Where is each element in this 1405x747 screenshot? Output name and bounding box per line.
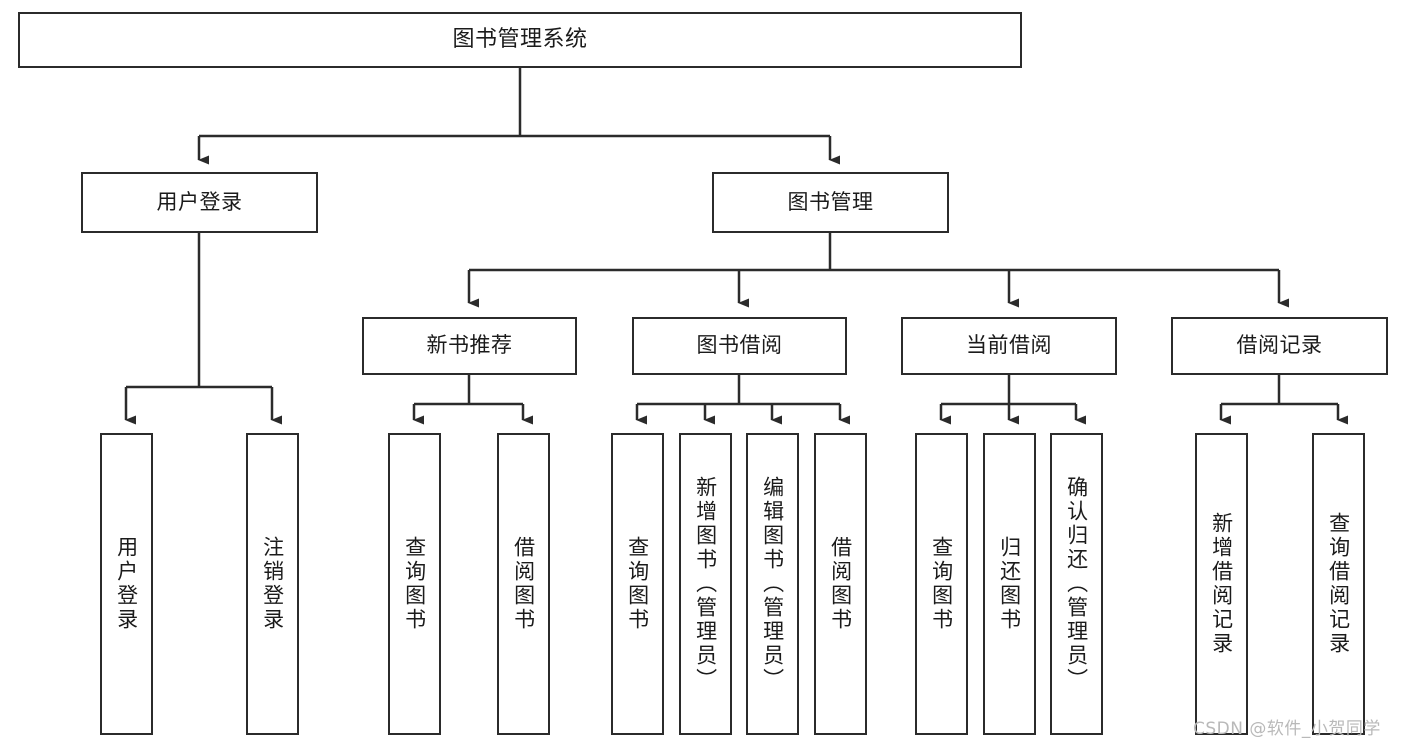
node-leaf-query-book-1[interactable]: 查询图书 (388, 433, 441, 735)
node-label: 编辑图书（管理员） (760, 476, 785, 692)
node-leaf-add-record[interactable]: 新增借阅记录 (1195, 433, 1248, 735)
node-label: 用户登录 (156, 189, 243, 214)
node-label: 新增借阅记录 (1209, 512, 1234, 656)
node-label: 图书管理系统 (452, 26, 588, 52)
node-leaf-borrow-book-1[interactable]: 借阅图书 (497, 433, 550, 735)
node-user-login[interactable]: 用户登录 (81, 172, 318, 233)
node-label: 查询图书 (625, 536, 650, 632)
node-label: 查询图书 (402, 536, 427, 632)
node-label: 借阅图书 (828, 536, 853, 632)
node-leaf-query-book-3[interactable]: 查询图书 (915, 433, 968, 735)
node-label: 查询借阅记录 (1326, 512, 1351, 656)
node-label: 查询图书 (929, 536, 954, 632)
node-label: 借阅记录 (1236, 333, 1323, 358)
node-book-manage[interactable]: 图书管理 (712, 172, 949, 233)
node-label: 归还图书 (997, 536, 1022, 632)
node-leaf-borrow-book-2[interactable]: 借阅图书 (814, 433, 867, 735)
node-leaf-add-book[interactable]: 新增图书（管理员） (679, 433, 732, 735)
node-label: 图书借阅 (696, 333, 783, 358)
node-book-borrow[interactable]: 图书借阅 (632, 317, 847, 375)
node-leaf-query-book-2[interactable]: 查询图书 (611, 433, 664, 735)
node-leaf-edit-book[interactable]: 编辑图书（管理员） (746, 433, 799, 735)
watermark-text: CSDN @软件_小贺同学 (1193, 719, 1381, 739)
node-leaf-user-logout[interactable]: 注销登录 (246, 433, 299, 735)
node-root-system[interactable]: 图书管理系统 (18, 12, 1022, 68)
node-label: 图书管理 (787, 189, 874, 214)
node-label: 注销登录 (260, 536, 285, 632)
node-label: 新书推荐 (426, 333, 513, 358)
node-new-book-recommend[interactable]: 新书推荐 (362, 317, 577, 375)
node-borrow-record[interactable]: 借阅记录 (1171, 317, 1388, 375)
node-label: 借阅图书 (511, 536, 536, 632)
node-label: 当前借阅 (966, 333, 1052, 358)
node-current-borrow[interactable]: 当前借阅 (901, 317, 1117, 375)
node-leaf-return-book[interactable]: 归还图书 (983, 433, 1036, 735)
node-leaf-query-record[interactable]: 查询借阅记录 (1312, 433, 1365, 735)
node-label: 用户登录 (114, 536, 139, 632)
node-leaf-confirm-return[interactable]: 确认归还（管理员） (1050, 433, 1103, 735)
node-leaf-user-login[interactable]: 用户登录 (100, 433, 153, 735)
node-label: 确认归还（管理员） (1064, 476, 1089, 692)
node-label: 新增图书（管理员） (693, 476, 718, 692)
